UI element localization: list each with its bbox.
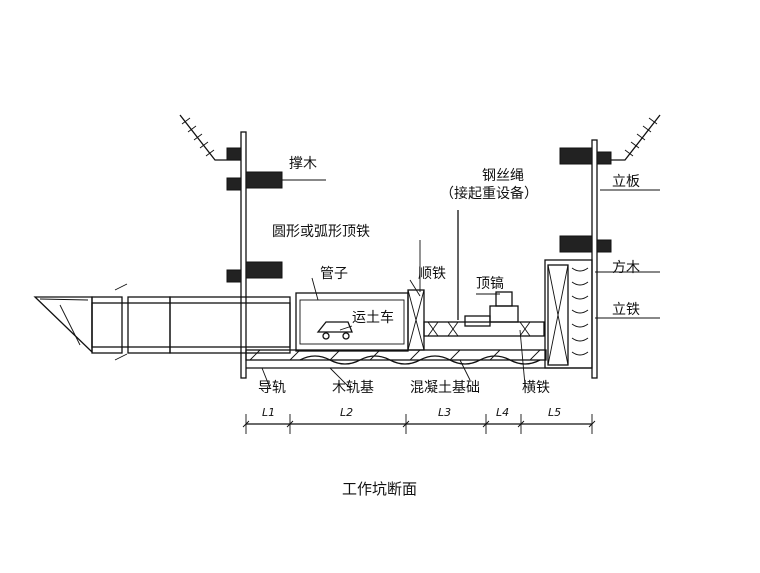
label-square-wood: 方木 <box>612 260 640 276</box>
leader-lines <box>261 179 660 389</box>
label-shun-iron: 顺铁 <box>418 266 446 282</box>
label-top-iron: 圆形或弧形顶铁 <box>272 224 370 240</box>
label-vertical-iron: 立铁 <box>612 302 640 318</box>
label-jack: 顶镐 <box>476 276 504 292</box>
label-dirt-cart: 运土车 <box>352 309 394 326</box>
pipeline <box>33 283 409 361</box>
left-pit-wall <box>240 131 247 379</box>
jack-assembly <box>423 291 545 337</box>
label-strut-wood: 撑木 <box>289 156 317 172</box>
label-pipe: 管子 <box>320 266 348 282</box>
label-concrete-base: 混凝土基础 <box>410 379 480 396</box>
right-pit-wall <box>591 139 598 379</box>
label-cross-iron: 横铁 <box>522 380 550 396</box>
label-wood-rail-base: 木轨基 <box>332 379 374 396</box>
dim-l2: L2 <box>340 406 353 419</box>
right-struts <box>559 147 612 253</box>
label-guide-rail: 导轨 <box>258 380 286 396</box>
dirt-cart <box>316 321 353 340</box>
label-standing-board: 立板 <box>612 174 640 190</box>
dim-l4: L4 <box>496 406 509 419</box>
label-wire-rope: 钢丝绳 <box>482 168 524 184</box>
concrete-base <box>245 349 592 369</box>
diagram-caption: 工作坑断面 <box>342 480 417 498</box>
dimension-line <box>242 414 596 434</box>
dim-l1: L1 <box>262 406 275 419</box>
dim-l3: L3 <box>438 406 451 419</box>
back-wall-wood <box>544 259 593 369</box>
label-lifting-note: （接起重设备） <box>440 185 538 202</box>
top-iron-block <box>407 289 425 351</box>
left-struts <box>226 147 283 283</box>
dim-l5: L5 <box>548 406 561 419</box>
